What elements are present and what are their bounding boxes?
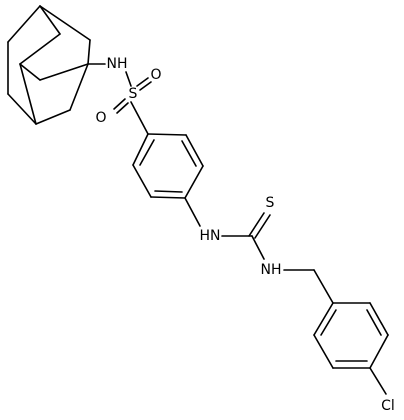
bond <box>39 5 61 35</box>
bond-c-n2 <box>251 235 265 260</box>
bond-s-o-top <box>136 77 149 87</box>
bond-ring-cl <box>369 367 387 395</box>
bond <box>132 164 152 198</box>
bond-inner <box>320 309 337 336</box>
atom-label-oxygen-left: O <box>95 110 106 126</box>
bond-inner <box>366 309 382 336</box>
bond-inner <box>181 140 197 167</box>
bond <box>19 63 41 81</box>
bond <box>132 133 149 166</box>
bond-c-s <box>254 214 271 239</box>
atom-label-sulfonyl-s: S <box>129 86 138 102</box>
bond <box>19 33 61 65</box>
bond <box>147 133 187 136</box>
benzene-ring-2 <box>313 302 389 369</box>
bond <box>313 302 334 336</box>
atom-label-nh-sulfonamide: NH <box>107 56 128 72</box>
atom-label-chlorine: Cl <box>381 398 395 414</box>
bond-ring-n <box>184 197 201 227</box>
bond-ch2-ring <box>313 269 334 304</box>
bond <box>7 5 41 43</box>
bond <box>35 109 71 125</box>
benzene-ring-1 <box>132 133 204 199</box>
bond <box>19 63 37 125</box>
bond-s-ring <box>130 101 149 135</box>
atom-label-oxygen-top: O <box>150 67 161 83</box>
bond-s-o-left <box>113 98 126 110</box>
bond <box>87 39 91 65</box>
atom-label-nh-thiourea-2: NH <box>261 262 282 278</box>
bond <box>39 5 91 41</box>
bond-inner <box>154 190 183 193</box>
bond <box>69 63 89 111</box>
bond-n-s <box>125 71 132 87</box>
bond-inner <box>139 139 155 166</box>
bond <box>150 196 186 199</box>
bond <box>39 63 89 81</box>
bond <box>185 134 204 167</box>
bond-c-s <box>248 212 265 237</box>
bond <box>313 334 334 369</box>
bond <box>369 334 389 369</box>
atom-labels: NH S O O HN S NH Cl <box>95 56 394 414</box>
adamantane-cage <box>7 5 91 125</box>
bond <box>369 302 389 336</box>
atom-label-nh-thiourea-1: HN <box>200 228 221 244</box>
atom-label-thione-s: S <box>266 195 275 211</box>
bond-s-o-left <box>116 102 129 114</box>
bond <box>7 93 37 125</box>
bond <box>184 165 204 199</box>
bond-s-o-top <box>139 81 152 91</box>
